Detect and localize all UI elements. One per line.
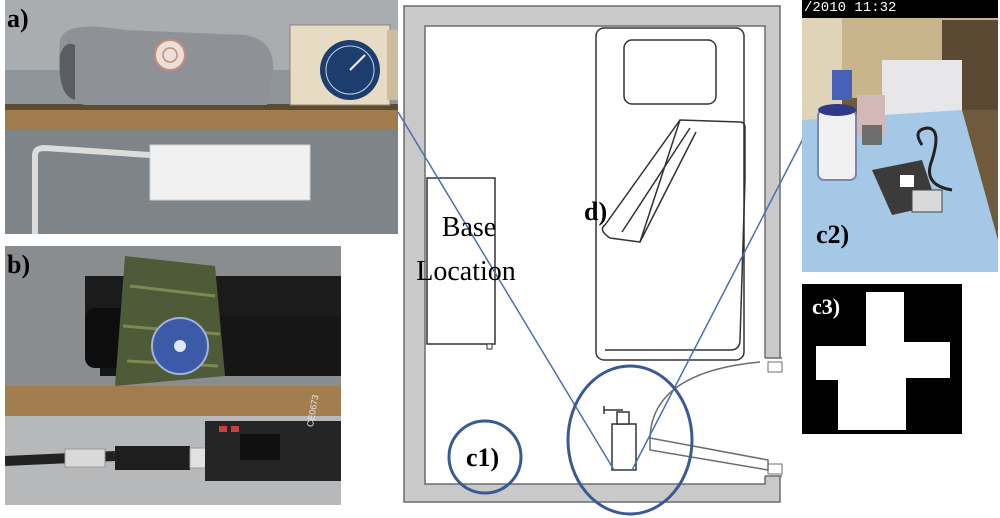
photo-panel-b: b) CE0673 xyxy=(5,246,341,505)
photo-panel-c3: c3) xyxy=(802,284,962,434)
panel-label-c3: c3) xyxy=(812,294,841,319)
photo-panel-a: a) xyxy=(5,0,398,234)
monitor-device-icon xyxy=(611,423,637,471)
panel-label-a: a) xyxy=(7,4,29,33)
base-location-table xyxy=(426,177,496,345)
door-opening xyxy=(758,358,782,476)
photo-a-scene xyxy=(5,0,398,234)
panel-label-b: b) xyxy=(7,250,31,279)
binary-mask-c3 xyxy=(802,284,962,434)
photo-b-scene xyxy=(5,246,341,505)
base-label-line2: Location xyxy=(416,256,516,287)
shelf-b xyxy=(5,386,341,416)
connector-line-c2 xyxy=(631,134,806,471)
container-c2 xyxy=(817,109,857,181)
blanket-edge xyxy=(601,119,746,351)
door-leaf xyxy=(649,437,769,471)
photo-panel-c2: /2010 11:32 c2) xyxy=(802,0,998,272)
usb-plug xyxy=(115,446,190,470)
panel-label-c1: c1) xyxy=(466,443,499,472)
door-swing-arc xyxy=(649,361,761,439)
photo-c2-scene xyxy=(802,0,998,272)
stethoscope-c2 xyxy=(916,126,953,192)
pillow xyxy=(623,39,717,105)
device-zone-circle xyxy=(566,364,694,516)
cross-shape-mask xyxy=(816,292,950,430)
camera-timestamp: /2010 11:32 xyxy=(804,0,897,16)
rfid-tag-a xyxy=(154,39,186,71)
cabinet-c2 xyxy=(882,60,962,115)
connector-line-a xyxy=(397,111,615,471)
camera-zone-circle-c1 xyxy=(447,419,523,495)
base-label-line1: Base xyxy=(442,212,496,243)
panel-label-d: d) xyxy=(584,197,607,226)
shelf-a xyxy=(5,108,398,130)
usb-box-a xyxy=(149,144,311,201)
panel-label-c2: c2) xyxy=(816,220,850,249)
